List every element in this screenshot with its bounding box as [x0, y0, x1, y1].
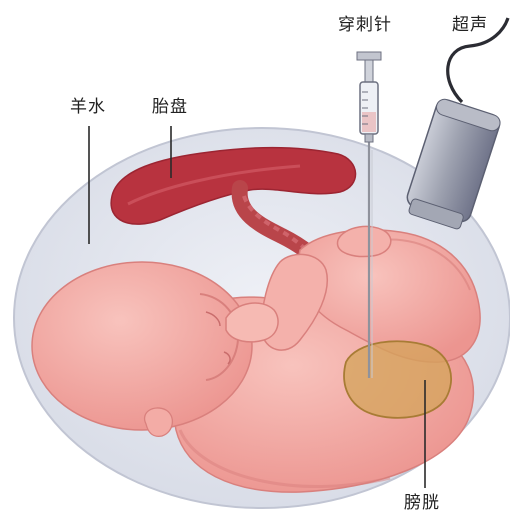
label-puncture-needle: 穿刺针: [338, 10, 392, 35]
fetus-foot: [338, 226, 391, 256]
label-placenta: 胎盘: [152, 92, 188, 117]
label-bladder: 膀胱: [404, 488, 440, 513]
label-ultrasound: 超声: [452, 10, 488, 35]
fetus-head: [32, 262, 252, 430]
bladder: [344, 341, 451, 418]
ultrasound-probe-icon: [402, 97, 502, 232]
fetus-hand: [226, 303, 278, 342]
label-amniotic-fluid: 羊水: [70, 92, 106, 117]
syringe-icon: [357, 52, 381, 142]
